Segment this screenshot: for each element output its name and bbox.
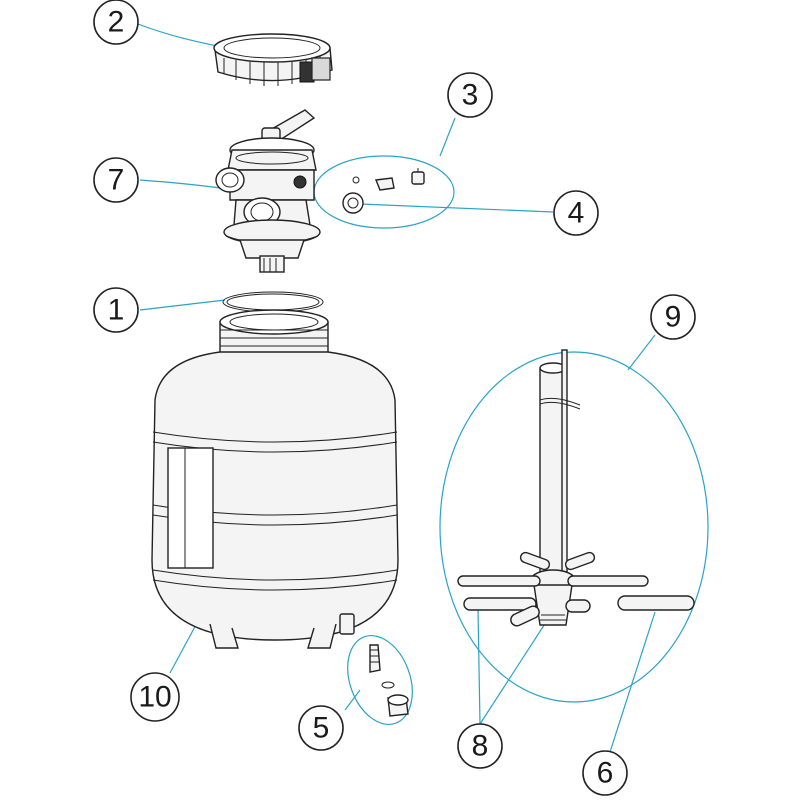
callout-circle — [447, 72, 493, 118]
callout-label: 2 — [108, 6, 125, 39]
leader-3 — [439, 117, 456, 157]
callout-8: 8 — [457, 723, 503, 769]
callout-label: 10 — [138, 681, 171, 714]
callout-circle — [93, 157, 139, 203]
callout-label: 3 — [462, 79, 479, 112]
callout-label: 8 — [472, 730, 489, 763]
callout-label: 7 — [108, 164, 125, 197]
filter-tank-part — [151, 309, 399, 649]
callout-4: 4 — [553, 190, 599, 236]
callout-circle — [93, 0, 139, 45]
callout-circle — [457, 723, 503, 769]
leader-9 — [627, 334, 656, 371]
gauge-fittings-part — [342, 168, 425, 214]
callout-circle — [553, 190, 599, 236]
group-ring-5 — [347, 634, 413, 726]
callout-5: 5 — [298, 705, 344, 751]
leader-8a — [477, 609, 481, 725]
callout-label: 9 — [665, 301, 682, 334]
leader-5 — [344, 689, 361, 711]
callout-circle — [650, 294, 696, 340]
leader-4 — [359, 203, 554, 213]
leader-6 — [609, 611, 656, 753]
callout-label: 5 — [313, 712, 330, 745]
callout-label: 6 — [597, 757, 614, 790]
multiport-valve-part — [215, 109, 321, 273]
callout-9: 9 — [650, 294, 696, 340]
leader-1 — [139, 299, 226, 311]
callout-7: 7 — [93, 157, 139, 203]
callout-circle — [582, 750, 628, 796]
o-ring-part — [222, 291, 324, 313]
leader-8b — [479, 615, 551, 725]
callout-3: 3 — [447, 72, 493, 118]
lock-ring-part — [213, 33, 333, 86]
callout-label: 4 — [568, 197, 585, 230]
callout-circle — [130, 672, 180, 722]
collector-assembly-part — [457, 349, 695, 627]
drain-plug-part — [369, 644, 409, 717]
callout-circle — [93, 287, 139, 333]
group-ring-3 — [313, 155, 455, 229]
callout-circle — [298, 705, 344, 751]
callout-1: 1 — [93, 287, 139, 333]
callout-6: 6 — [582, 750, 628, 796]
callout-10: 10 — [130, 672, 180, 722]
group-ring-9 — [439, 351, 709, 703]
callout-2: 2 — [93, 0, 139, 45]
callout-label: 1 — [108, 294, 125, 327]
